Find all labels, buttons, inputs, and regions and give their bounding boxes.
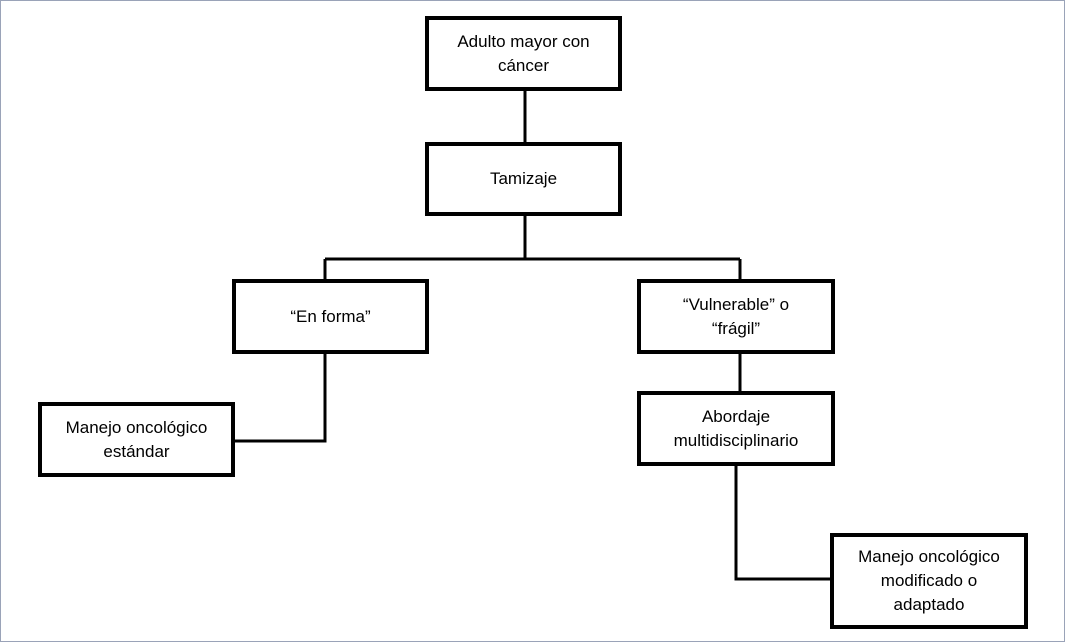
node-en-forma: “En forma” [232,279,429,354]
node-vulnerable-o-fragil: “Vulnerable” o “frágil” [637,279,835,354]
node-tamizaje: Tamizaje [425,142,622,216]
connector-multidisciplinary-to-modified [734,466,830,581]
node-manejo-oncologico-estandar: Manejo oncológico estándar [38,402,235,477]
node-abordaje-multidisciplinario: Abordaje multidisciplinario [637,391,835,466]
node-adulto-mayor-con-cancer: Adulto mayor con cáncer [425,16,622,91]
connector-fit-to-standard [235,354,327,443]
node-manejo-oncologico-modificado: Manejo oncológico modificado o adaptado [830,533,1028,629]
